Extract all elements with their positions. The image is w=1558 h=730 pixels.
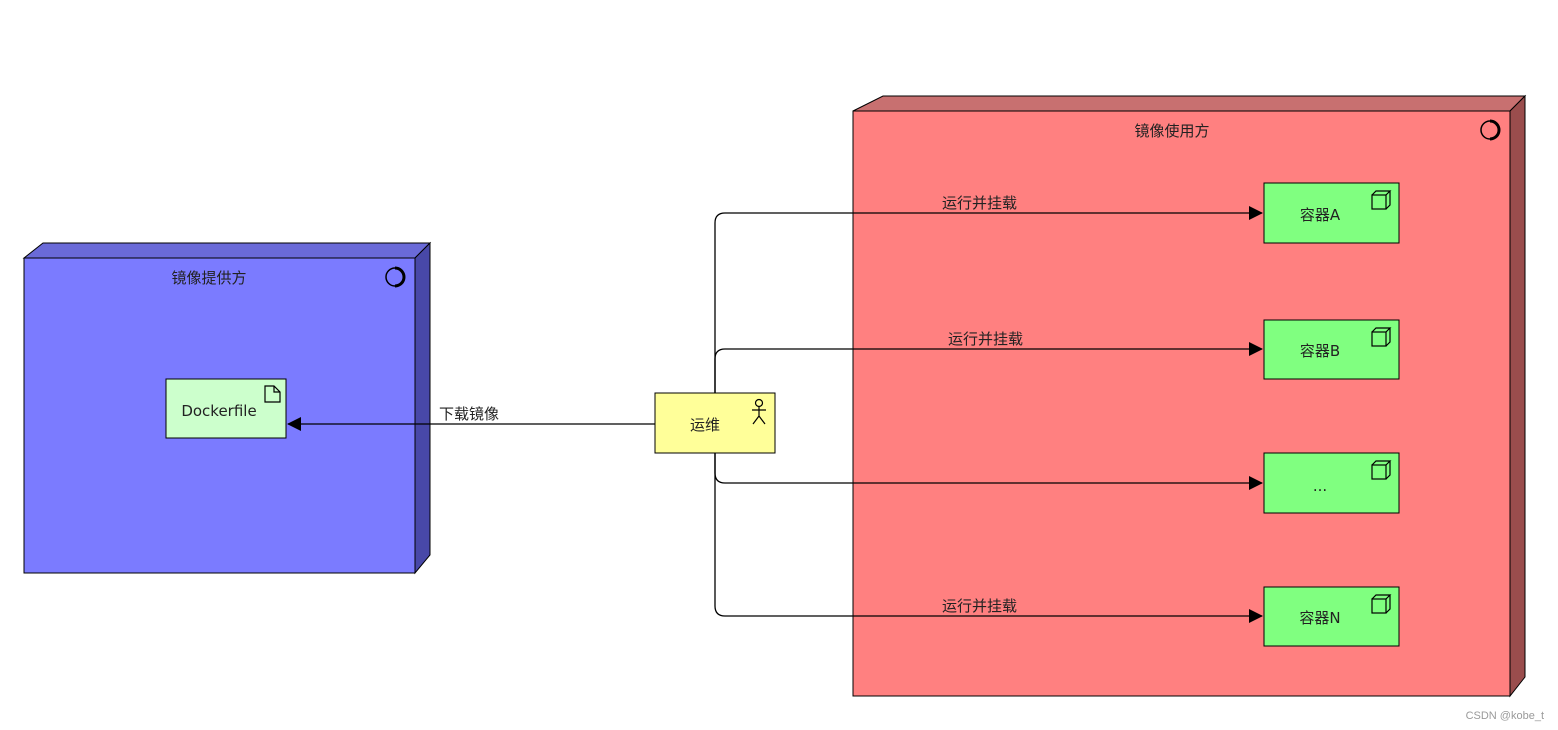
edge-label-run-n: 运行并挂载 — [942, 597, 1017, 615]
connectors — [287, 206, 1263, 623]
actor-ops: 运维 — [654, 392, 776, 454]
provider-node-top — [22, 242, 432, 259]
container-label: 容器A — [1300, 206, 1341, 224]
dockerfile-artifact: Dockerfile — [165, 378, 287, 439]
container-label: ... — [1313, 477, 1327, 495]
consumer-node-face — [852, 110, 1511, 697]
edge-label-download: 下载镜像 — [439, 405, 499, 423]
dockerfile-label: Dockerfile — [181, 402, 256, 420]
container-a: 容器A — [1263, 182, 1400, 244]
container-ellipsis: ... — [1263, 452, 1400, 514]
cube-icon — [1371, 327, 1392, 347]
edge-label-run-a: 运行并挂载 — [942, 194, 1017, 212]
document-icon — [264, 385, 281, 403]
edge-run-n — [714, 453, 1263, 623]
container-label: 容器N — [1299, 609, 1340, 627]
cube-icon — [1371, 460, 1392, 480]
container-label: 容器B — [1300, 342, 1340, 360]
cube-icon — [1371, 594, 1392, 614]
edge-run-b — [714, 342, 1263, 393]
edge-run-a — [714, 206, 1263, 393]
container-n: 容器N — [1263, 586, 1400, 647]
cube-icon — [1371, 190, 1392, 210]
actor-label: 运维 — [690, 416, 720, 434]
provider-node-title: 镜像提供方 — [171, 269, 246, 287]
provider-node-side — [414, 241, 431, 575]
consumer-node: 镜像使用方 — [852, 94, 1527, 698]
container-b: 容器B — [1263, 319, 1400, 380]
node-icon — [385, 266, 406, 288]
consumer-node-title: 镜像使用方 — [1134, 122, 1209, 140]
edge-label-run-b: 运行并挂载 — [948, 330, 1023, 348]
consumer-node-top — [852, 95, 1527, 112]
consumer-node-side — [1509, 94, 1526, 698]
actor-icon — [752, 398, 766, 425]
watermark: CSDN @kobe_t — [1465, 710, 1544, 722]
node-icon — [1480, 119, 1501, 141]
